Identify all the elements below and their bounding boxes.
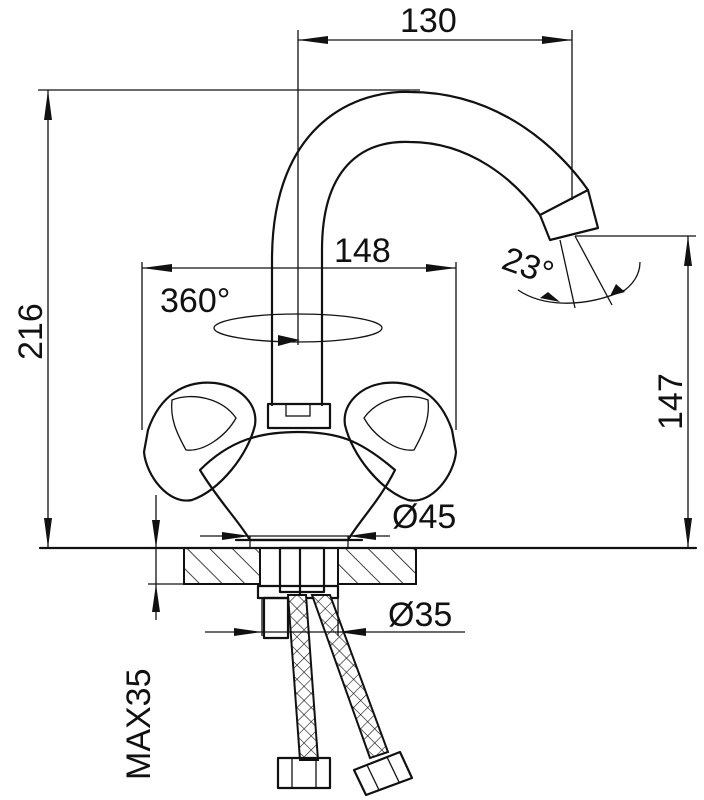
rotation-indicator: 360° — [160, 282, 383, 346]
dim-label-216: 216 — [12, 303, 50, 360]
dim-label-d35: Ø35 — [388, 596, 452, 634]
dimension-148: 148 — [141, 232, 457, 430]
dimension-d35: Ø35 — [205, 596, 465, 636]
dim-label-360: 360° — [160, 282, 230, 320]
dimension-147: 147 — [652, 236, 692, 548]
left-handle — [142, 381, 257, 502]
dimension-216: 216 — [12, 89, 420, 548]
dim-label-130: 130 — [400, 2, 457, 40]
dimension-d45: Ø45 — [200, 498, 456, 548]
dim-label-148: 148 — [334, 232, 391, 270]
supply-hoses — [276, 594, 414, 797]
countertop-section — [38, 546, 698, 585]
dim-label-23: 23° — [497, 240, 558, 293]
dim-label-max35: MAX35 — [120, 669, 158, 781]
dimension-max35: MAX35 — [120, 495, 186, 780]
right-handle — [343, 381, 458, 502]
dim-label-d45: Ø45 — [392, 498, 456, 536]
dim-label-147: 147 — [652, 373, 690, 430]
dimension-130: 130 — [297, 2, 573, 345]
angle-23: 23° — [497, 235, 696, 309]
